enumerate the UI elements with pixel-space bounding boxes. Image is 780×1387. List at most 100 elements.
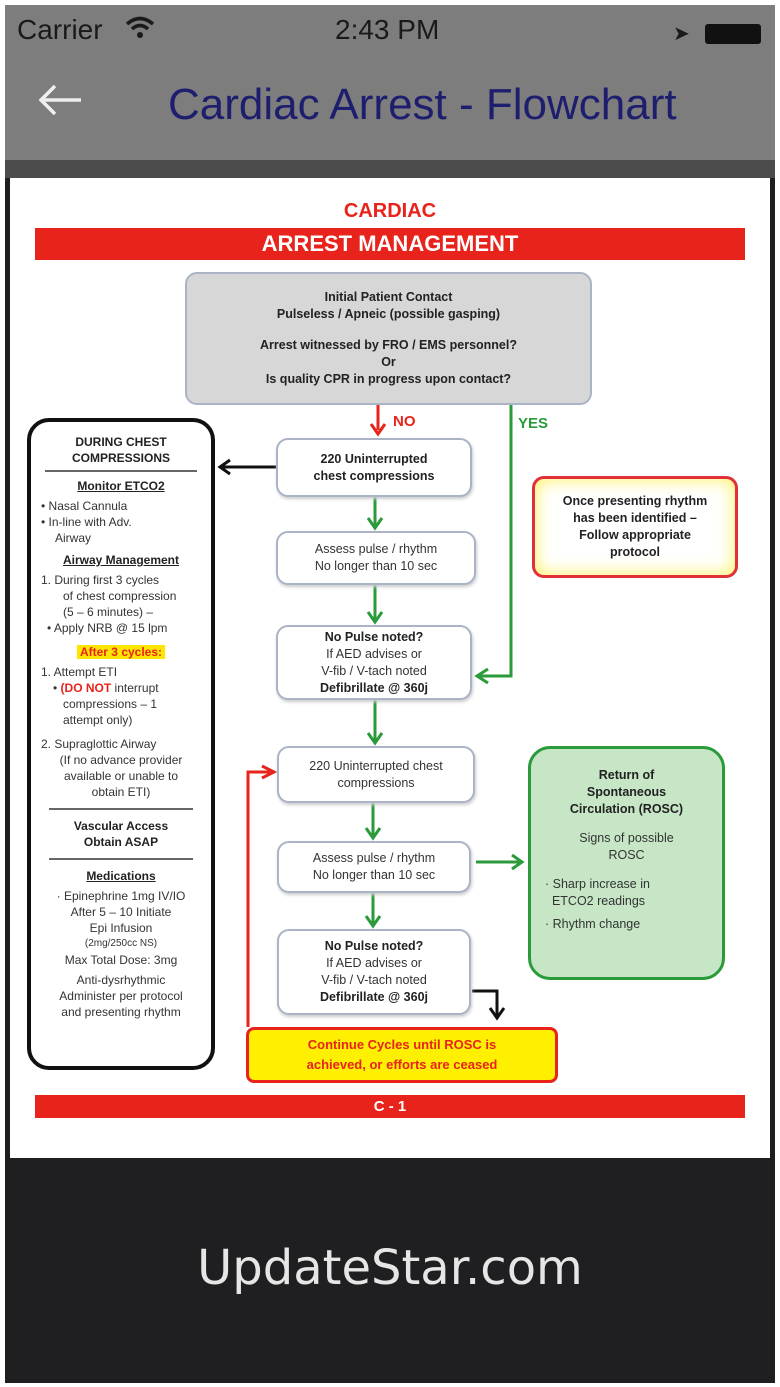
text: achieved, or efforts are ceased xyxy=(306,1057,498,1072)
text: • (DO NOT interrupt xyxy=(53,681,159,695)
text: Initial Patient Contact xyxy=(324,290,453,304)
yes-arrow xyxy=(480,405,513,678)
text: Return of xyxy=(598,768,655,782)
rosc-bullet: · Rhythm change xyxy=(545,917,641,931)
text: Defibrillate @ 360j xyxy=(319,990,429,1004)
during-compressions-panel: DURING CHEST COMPRESSIONS Monitor ETCO2 … xyxy=(27,418,215,1070)
text: Medications xyxy=(86,869,156,883)
text: Rhythm change xyxy=(552,917,641,931)
no-pulse-box-1: No Pulse noted? If AED advises or V-fib / … xyxy=(276,625,472,700)
text: After 5 – 10 Initiate xyxy=(70,905,172,919)
text: chest compressions xyxy=(313,468,435,483)
text: DURING CHEST xyxy=(75,435,167,449)
rhythm-protocol-box: Once presenting rhythm has been identifie… xyxy=(532,476,738,578)
divider xyxy=(45,470,197,472)
compressions-box-1: 220 Uninterrupted chest compressions xyxy=(276,438,472,497)
text: Administer per protocol xyxy=(59,989,183,1003)
text: Assess pulse / rhythm xyxy=(314,542,438,556)
text: Or xyxy=(381,355,396,369)
text: (DO NOT xyxy=(60,681,112,695)
status-bar: Carrier 2:43 PM ➤ xyxy=(5,5,775,60)
text: • In-line with Adv. xyxy=(41,515,132,529)
text: 220 Uninterrupted chest xyxy=(309,758,443,773)
rosc-bullet: · Sharp increase in ETCO2 readings xyxy=(545,877,650,908)
text: Arrest witnessed by FRO / EMS personnel? xyxy=(259,338,517,352)
text: and presenting rhythm xyxy=(61,1005,181,1019)
text: No Pulse noted? xyxy=(324,629,424,644)
assess-box-1: Assess pulse / rhythm No longer than 10 s… xyxy=(276,531,476,585)
text: Signs of possible xyxy=(579,831,674,845)
text: ROSC xyxy=(608,848,645,862)
text: (5 – 6 minutes) – xyxy=(63,605,154,619)
text: If AED advises or xyxy=(326,646,422,661)
text: • Apply NRB @ 15 lpm xyxy=(47,621,168,635)
text: If AED advises or xyxy=(326,956,422,970)
text: Sharp increase in xyxy=(552,877,650,891)
text: COMPRESSIONS xyxy=(71,451,170,465)
loop-arrow xyxy=(246,770,270,1027)
text: Spontaneous xyxy=(586,785,667,799)
text: obtain ETI) xyxy=(91,785,151,799)
text: 1. Attempt ETI xyxy=(41,665,118,679)
text: 2. Supraglottic Airway xyxy=(41,737,157,751)
text: Obtain ASAP xyxy=(83,835,159,849)
text: (2mg/250cc NS) xyxy=(84,938,158,949)
text: 220 Uninterrupted xyxy=(320,451,428,466)
text: Epi Infusion xyxy=(89,921,153,935)
text: protocol xyxy=(610,545,660,559)
text: Is quality CPR in progress upon contact? xyxy=(265,372,512,386)
watermark: UpdateStar.com xyxy=(197,1240,583,1296)
text: Airway Management xyxy=(62,553,180,567)
text: Airway xyxy=(55,531,92,545)
text: (If no advance provider xyxy=(59,753,183,767)
divider xyxy=(49,808,193,810)
nav-bar: Cardiac Arrest - Flowchart xyxy=(5,60,775,160)
back-button[interactable] xyxy=(35,80,85,125)
text: of chest compression xyxy=(63,589,177,603)
text: compressions xyxy=(337,775,415,790)
text: • Nasal Cannula xyxy=(41,499,128,513)
doc-footer-bar: C - 1 xyxy=(35,1095,745,1118)
after-cycles-label: After 3 cycles: xyxy=(76,645,166,659)
divider xyxy=(49,858,193,860)
carrier-label: Carrier xyxy=(17,14,103,45)
yes-label: YES xyxy=(518,415,549,432)
assess-box-2: Assess pulse / rhythm No longer than 10 s… xyxy=(277,841,471,893)
text: Vascular Access xyxy=(73,819,169,833)
text: No longer than 10 sec xyxy=(312,868,436,882)
text: No Pulse noted? xyxy=(324,939,424,953)
compressions-box-2: 220 Uninterrupted chest compressions xyxy=(277,746,475,803)
text: Monitor ETCO2 xyxy=(77,479,165,493)
initial-contact-box: Initial Patient Contact Pulseless / Apne… xyxy=(185,272,592,405)
doc-title-top: CARDIAC xyxy=(343,200,437,222)
text: · Epinephrine 1mg IV/IO xyxy=(56,889,186,903)
toolbar-shadow xyxy=(5,160,775,178)
wifi-icon xyxy=(125,15,155,47)
text: Continue Cycles until ROSC is xyxy=(307,1037,497,1052)
text: 1. During first 3 cycles xyxy=(41,573,160,587)
text: ETCO2 readings xyxy=(551,894,646,908)
text: available or unable to xyxy=(63,769,179,783)
no-label: NO xyxy=(393,413,416,430)
text: Max Total Dose: 3mg xyxy=(64,953,178,967)
page-title: Cardiac Arrest - Flowchart xyxy=(168,80,677,129)
doc-title-bar: ARREST MANAGEMENT xyxy=(35,228,745,260)
text: Anti-dysrhythmic xyxy=(76,973,166,987)
text: has been identified – xyxy=(573,511,697,525)
continue-cycles-box: Continue Cycles until ROSC is achieved, o… xyxy=(246,1027,558,1083)
text: No longer than 10 sec xyxy=(314,559,438,573)
text: attempt only) xyxy=(63,713,133,727)
arrow-left-icon xyxy=(38,84,81,116)
text: Assess pulse / rhythm xyxy=(312,851,436,865)
location-icon: ➤ xyxy=(673,23,690,45)
text: interrupt xyxy=(111,681,159,695)
battery-icon xyxy=(705,24,761,44)
text: Once presenting rhythm xyxy=(562,494,708,508)
text: Pulseless / Apneic (possible gasping) xyxy=(276,307,501,321)
text: Defibrillate @ 360j xyxy=(319,680,429,695)
text: Follow appropriate xyxy=(579,528,691,542)
text: compressions – 1 xyxy=(63,697,158,711)
text: V-fib / V-tach noted xyxy=(321,663,427,678)
